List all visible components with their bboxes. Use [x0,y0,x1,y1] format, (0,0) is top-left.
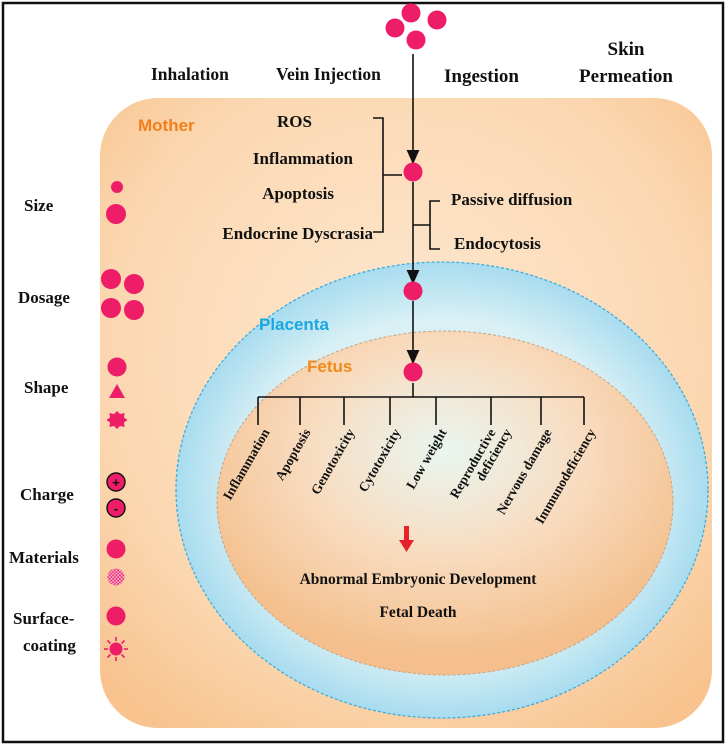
material-patterned-icon [107,568,125,586]
maternal-effects-bracket [373,117,402,233]
factor-surface-line1: Surface- [13,609,75,628]
outcome-fetal-death: Fetal Death [379,604,456,621]
maternal-effect-endocrine: Endocrine Dyscrasia [222,224,373,243]
dosage-particle-icon [124,274,144,294]
dosage-particle-icon [101,269,121,289]
route-vein-injection: Vein Injection [276,64,381,84]
size-large-icon [106,204,126,224]
particle-fetus-icon [403,362,423,382]
transport-endocytosis: Endocytosis [454,234,541,253]
factor-dosage: Dosage [18,288,70,307]
particle-icon [385,18,405,38]
particle-icon [406,30,426,50]
factor-shape: Shape [24,378,69,397]
charge-plus-sign: + [112,475,120,490]
particle-placenta-icon [403,281,423,301]
particle-mother-icon [403,162,423,182]
size-small-icon [111,181,123,193]
transport-passive-diffusion: Passive diffusion [451,190,573,209]
factor-size: Size [24,196,54,215]
fetal-effects-tree [257,383,585,425]
factor-surface-line2: coating [23,636,76,655]
label-placenta: Placenta [259,315,329,334]
red-down-arrow-icon [399,526,414,552]
transport-bracket [413,200,440,250]
dosage-particle-icon [124,300,144,320]
maternal-effect-ros: ROS [277,112,312,131]
shape-star-icon [106,411,128,429]
route-ingestion: Ingestion [444,66,519,87]
route-inhalation: Inhalation [151,64,229,84]
maternal-effect-apoptosis: Apoptosis [262,184,334,203]
factor-materials: Materials [9,548,79,567]
outcome-abnormal-development: Abnormal Embryonic Development [300,571,538,588]
label-mother: Mother [138,116,195,135]
particle-icon [427,10,447,30]
maternal-effect-inflammation: Inflammation [253,149,354,168]
label-fetus: Fetus [307,357,352,376]
coating-ligand-icon [104,637,128,661]
route-skin-line1: Skin [608,39,645,60]
coating-plain-icon [106,606,126,626]
shape-sphere-icon [107,357,127,377]
shape-triangle-icon [109,384,125,398]
particle-cluster [385,3,447,50]
charge-minus-sign: - [114,501,118,516]
material-solid-icon [106,539,126,559]
dosage-particle-icon [101,298,121,318]
particle-icon [401,3,421,23]
factor-charge: Charge [20,485,74,504]
charge-negative-icon [106,498,126,518]
route-skin-line2: Permeation [579,66,673,87]
fetus-region [216,330,674,676]
charge-positive-icon [106,472,126,492]
